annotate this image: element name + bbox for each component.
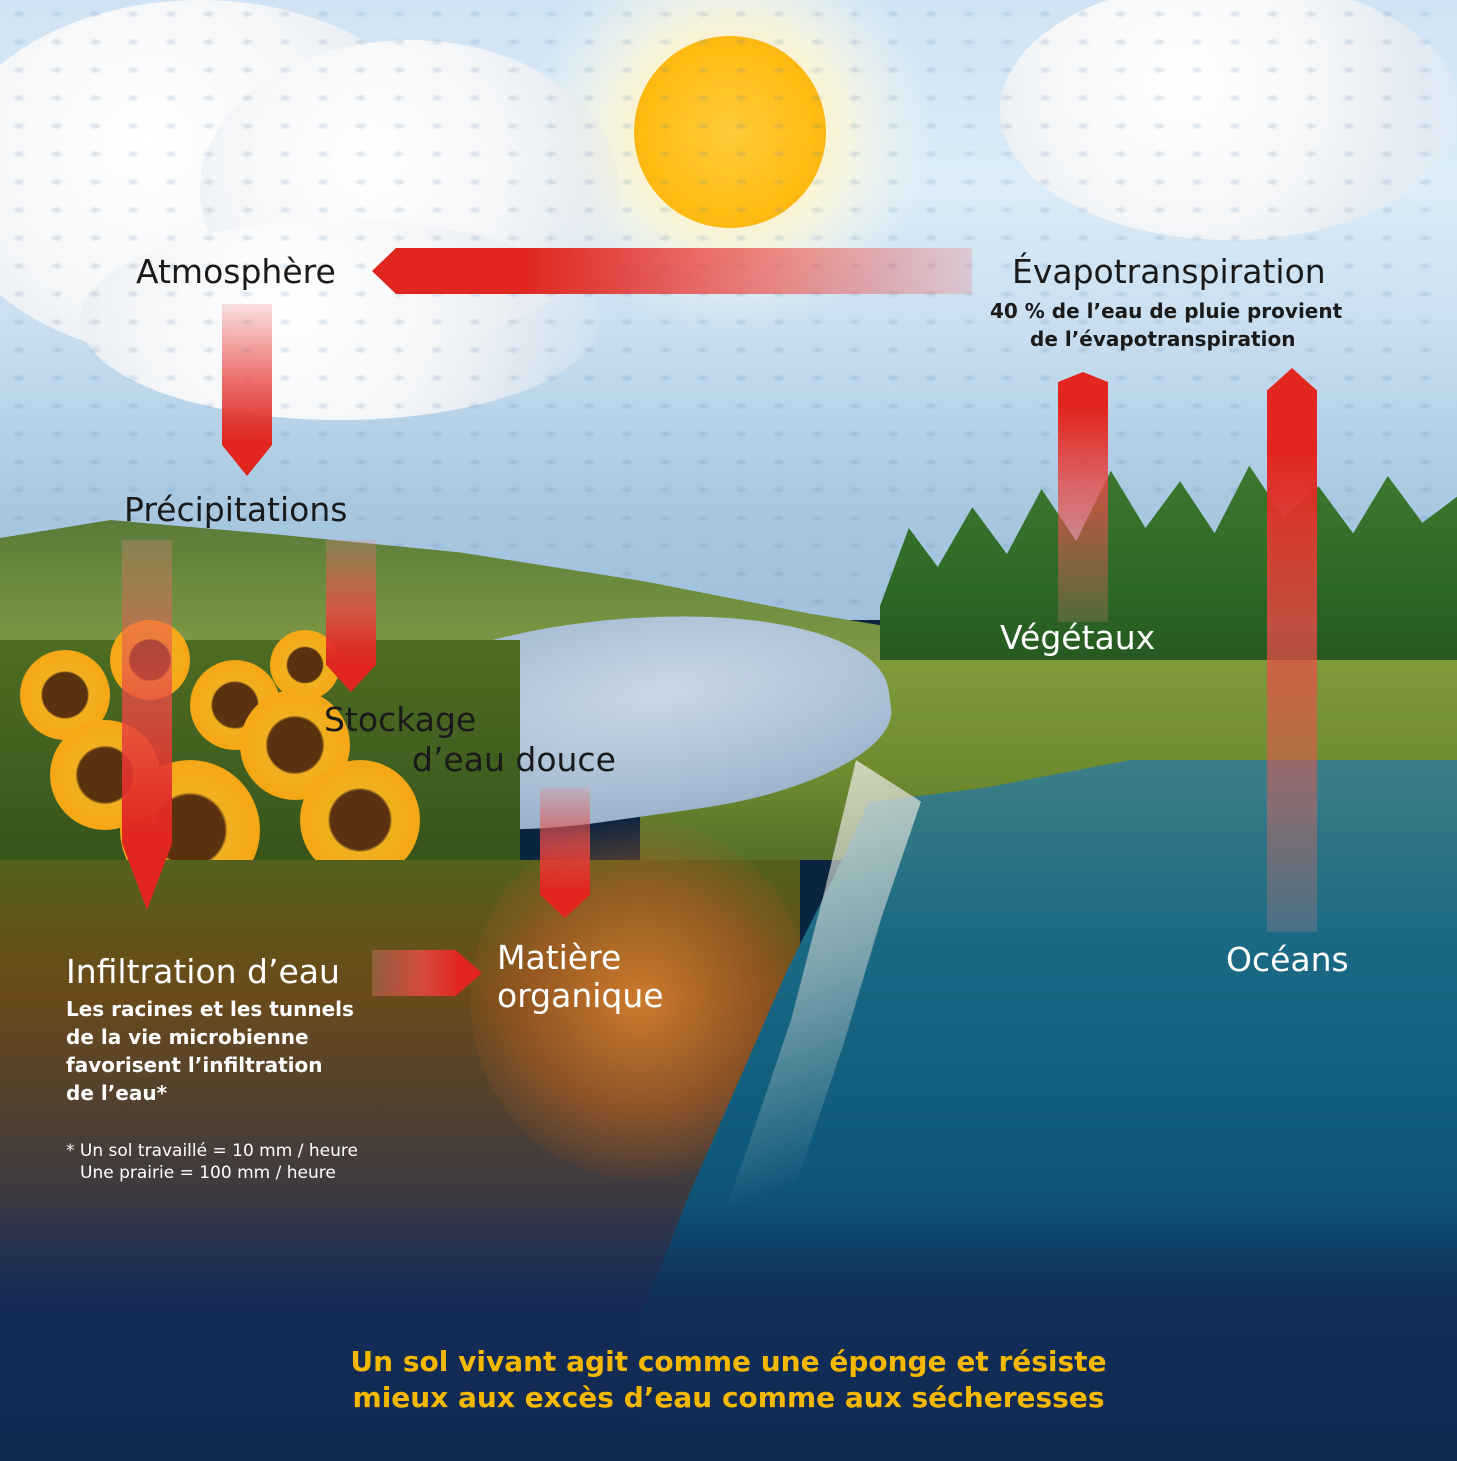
infiltration-note-line-1: Les racines et les tunnels	[66, 997, 354, 1021]
infiltration-note-line-4: de l’eau*	[66, 1081, 168, 1105]
node-matiere-line-1: Matière	[497, 938, 622, 977]
node-infiltration: Infiltration d’eau	[66, 952, 340, 991]
arrow-precipitations-to-stockage	[326, 540, 376, 692]
arrow-oceans-to-evapotranspiration	[1267, 368, 1317, 932]
node-precipitations: Précipitations	[124, 490, 348, 529]
node-stockage-line-2: d’eau douce	[412, 740, 616, 779]
tagline-line-1: Un sol vivant agit comme une éponge et r…	[350, 1345, 1107, 1378]
arrow-infiltration-to-matiere	[372, 950, 482, 996]
arrow-vegetaux-to-evapotranspiration	[1058, 372, 1108, 622]
node-vegetaux: Végétaux	[1000, 618, 1156, 657]
cloud	[1000, 0, 1457, 240]
infiltration-note-line-2: de la vie microbienne	[66, 1025, 309, 1049]
footnote-line-2: Une prairie = 100 mm / heure	[80, 1163, 336, 1183]
arrow-evapotranspiration-to-atmosphere	[372, 248, 972, 294]
footnote-line-1: * Un sol travaillé = 10 mm / heure	[66, 1141, 358, 1161]
node-matiere-line-2: organique	[497, 976, 664, 1015]
node-stockage-line-1: Stockage	[324, 700, 477, 739]
arrow-stockage-to-matiere	[540, 788, 590, 918]
arrow-precipitations-to-infiltration	[122, 540, 172, 910]
tagline: Un sol vivant agit comme une éponge et r…	[0, 1344, 1457, 1417]
deep-water	[0, 1200, 1457, 1461]
tagline-line-2: mieux aux excès d’eau comme aux sécheres…	[352, 1381, 1105, 1415]
node-evapotranspiration: Évapotranspiration	[1012, 252, 1326, 291]
infiltration-note-line-3: favorisent l’infiltration	[66, 1053, 323, 1077]
evapotranspiration-note-line-1: 40 % de l’eau de pluie provient	[990, 299, 1343, 323]
evapotranspiration-note-line-2: de l’évapotranspiration	[1030, 327, 1296, 351]
arrow-atmosphere-to-precipitations	[222, 304, 272, 476]
sun	[634, 36, 826, 228]
node-oceans: Océans	[1226, 940, 1349, 979]
node-atmosphere: Atmosphère	[136, 252, 336, 291]
